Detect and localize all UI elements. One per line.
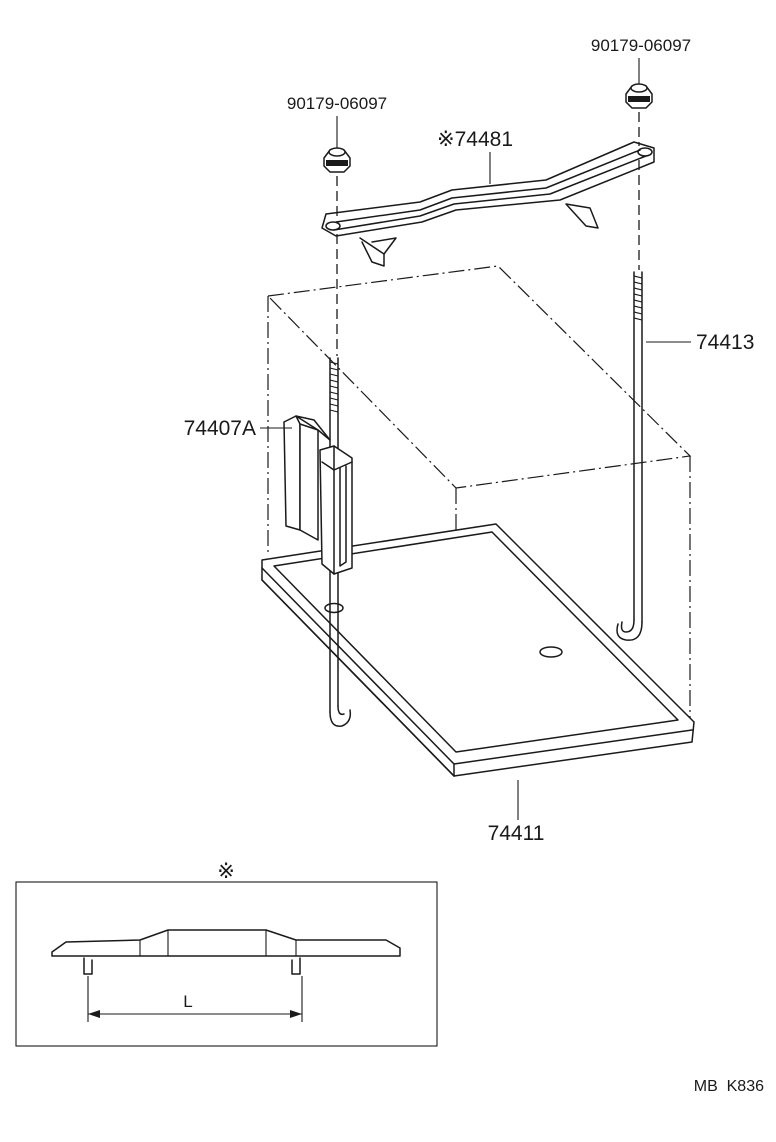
- detail-mark: ※: [217, 860, 235, 883]
- hold-down-rod-right: [616, 271, 643, 641]
- label-nut-left: 90179-06097: [287, 94, 387, 113]
- assembly-lines: [336, 112, 640, 356]
- label-rod-left: 74407A: [184, 417, 256, 440]
- detail-box: [15, 881, 438, 1047]
- nut-left: [323, 147, 351, 173]
- insulator: [283, 415, 353, 575]
- dimension-label: L: [183, 992, 192, 1011]
- hold-down-clamp: [321, 141, 655, 267]
- battery-tray: [261, 523, 695, 777]
- label-rod-right: 74413: [696, 331, 754, 354]
- leader-lines: [260, 58, 691, 820]
- nut-right: [625, 83, 653, 109]
- diagram-code: MB K836: [694, 1078, 764, 1095]
- label-tray: 74411: [488, 822, 545, 845]
- label-clamp: ※74481: [437, 128, 513, 151]
- label-nut-right: 90179-06097: [591, 36, 691, 55]
